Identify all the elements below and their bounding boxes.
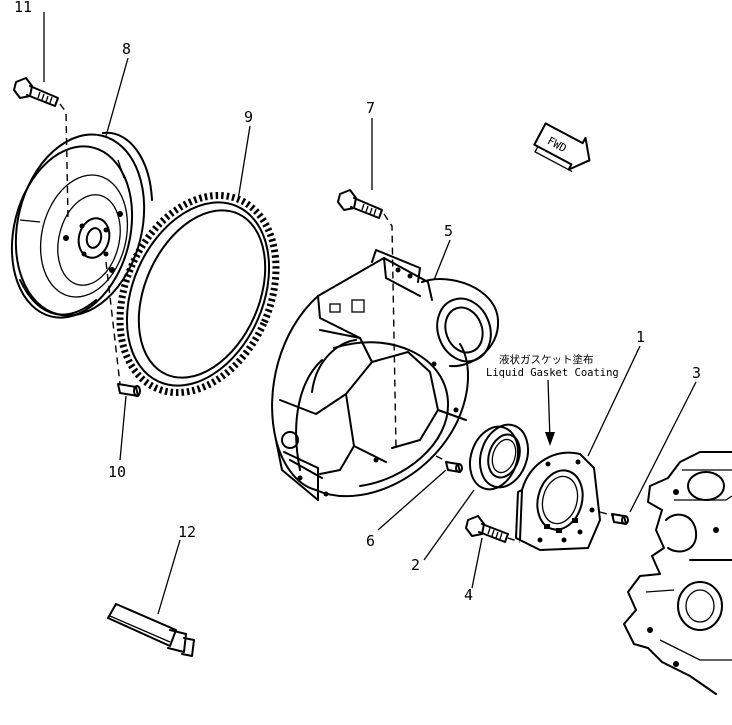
- fwd-direction-arrow: FWD: [533, 122, 591, 173]
- callout-3: 3: [692, 364, 701, 382]
- bolt-part-11: [13, 77, 69, 219]
- callout-5: 5: [444, 222, 453, 240]
- oil-seal-part-2: [468, 423, 530, 491]
- callout-9: 9: [244, 108, 253, 126]
- callout-2: 2: [411, 556, 420, 574]
- ring-gear-part-9: [116, 191, 280, 397]
- callout-4: 4: [464, 586, 473, 604]
- gasket-tube-part-12: [107, 603, 195, 657]
- dowel-pin-part-10: [105, 261, 141, 397]
- callout-1: 1: [636, 328, 645, 346]
- callout-10: 10: [108, 463, 126, 481]
- note-english: Liquid Gasket Coating: [486, 367, 619, 379]
- callout-leaders: [43, 12, 697, 615]
- dowel-pin-part-3: [599, 511, 629, 525]
- bolt-part-4: [465, 515, 521, 543]
- seal-plate-part-1: [515, 451, 601, 551]
- bolt-part-7: [337, 189, 397, 449]
- engine-block: [623, 451, 732, 695]
- callout-6: 6: [366, 532, 375, 550]
- callout-12: 12: [178, 523, 196, 541]
- dowel-pin-part-6: [435, 455, 463, 473]
- callout-11: 11: [14, 0, 32, 16]
- flywheel-housing-part-5: [271, 249, 500, 501]
- callout-8: 8: [122, 40, 131, 58]
- flywheel-part-8: [10, 131, 153, 319]
- callout-7: 7: [366, 99, 375, 117]
- note-japanese: 液状ガスケット塗布: [499, 353, 594, 366]
